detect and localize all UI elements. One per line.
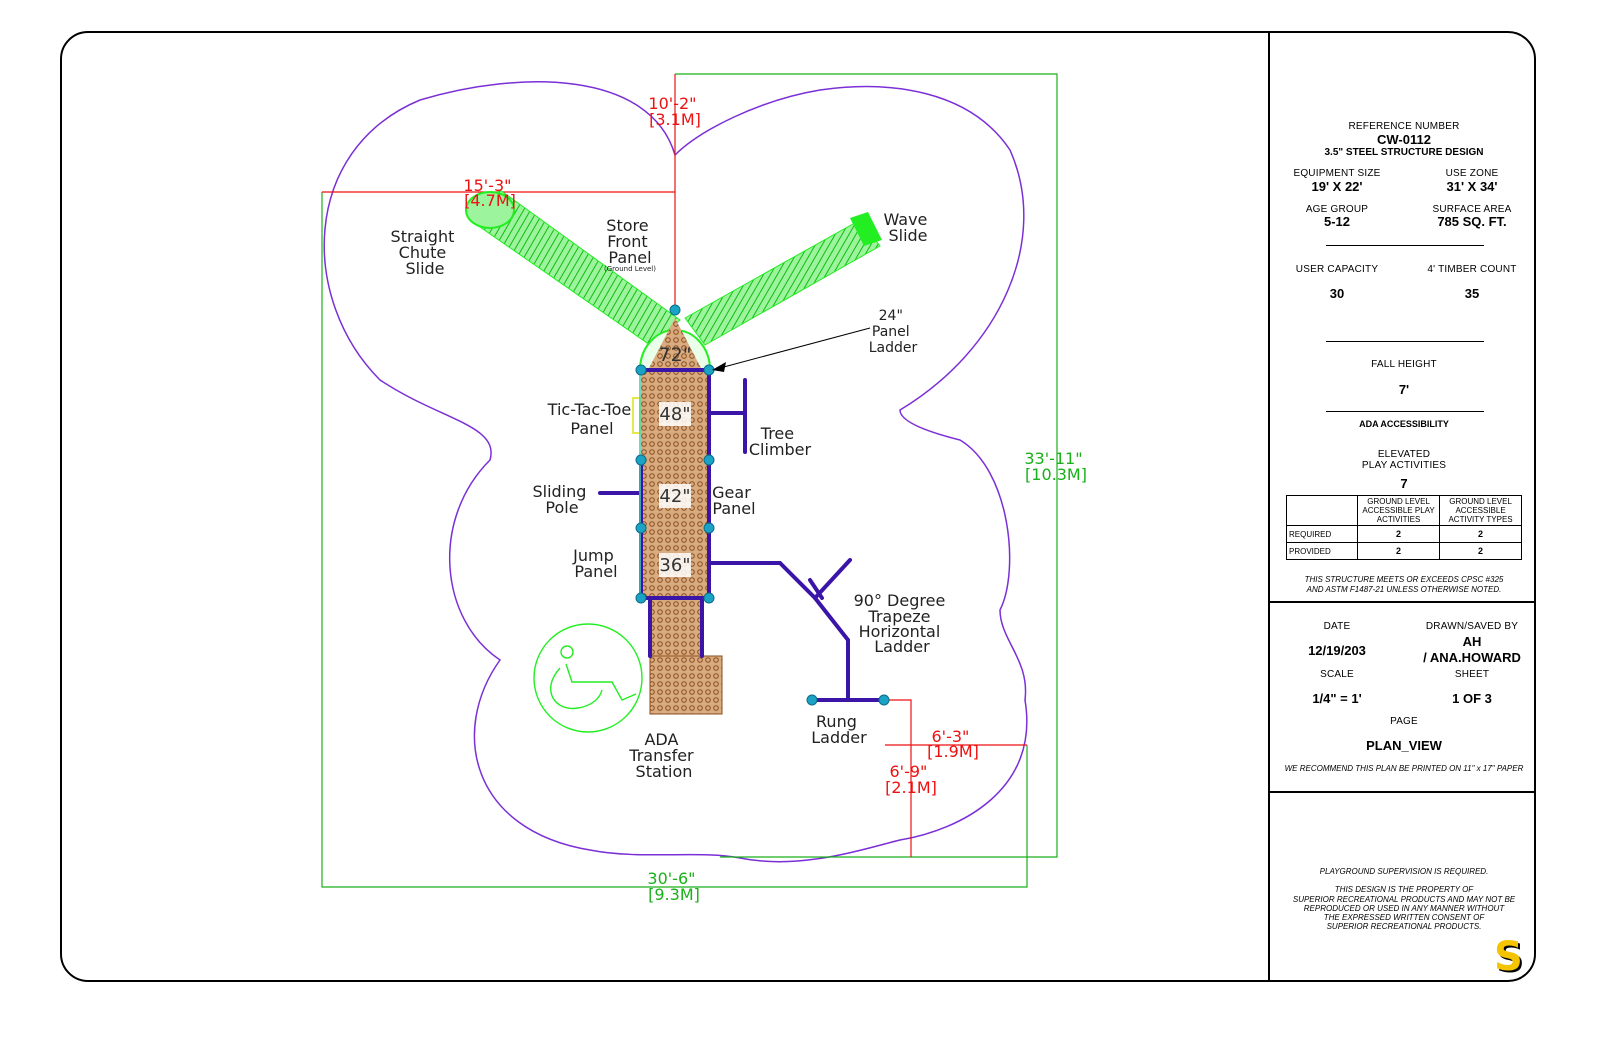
supervision-note: PLAYGROUND SUPERVISION IS REQUIRED. <box>1319 867 1489 876</box>
property-line-1: THIS DESIGN IS THE PROPERTY OF <box>1334 885 1474 894</box>
straight-chute-slide <box>465 189 681 346</box>
use-zone: 31' X 34' <box>1446 179 1498 194</box>
property-line-4: THE EXPRESSED WRITTEN CONSENT OF <box>1323 913 1485 922</box>
reference-number: CW-0112 <box>1377 132 1431 147</box>
elevated-label-2: PLAY ACTIVITIES <box>1361 460 1447 471</box>
label-rung-ladder: Rung Ladder <box>811 712 867 747</box>
ada-label: ADA ACCESSIBILITY <box>1359 419 1449 429</box>
surface-area-label: SURFACE AREA <box>1432 204 1512 215</box>
label-store-front-panel: Store Front Panel <box>606 216 653 267</box>
ada-steps <box>649 597 703 657</box>
logo-letter: S <box>1494 934 1523 980</box>
cpsc-note-1: THIS STRUCTURE MEETS OR EXCEEDS CPSC #32… <box>1304 575 1504 584</box>
label-tree-climber: Tree Climber <box>749 424 812 459</box>
provided-activities: 2 <box>1356 542 1441 560</box>
ada-transfer-platform <box>649 655 723 715</box>
label-straight-chute-slide: Straight Chute Slide <box>391 227 460 278</box>
page-label: PAGE <box>1390 716 1418 727</box>
structure-members <box>598 368 886 702</box>
deck-height-72: 72" <box>659 344 692 366</box>
use-zone-outline <box>323 81 1028 863</box>
print-note: WE RECOMMEND THIS PLAN BE PRINTED ON 11"… <box>1284 764 1524 773</box>
user-capacity: 30 <box>1329 286 1345 301</box>
title-block: REFERENCE NUMBER CW-0112 3.5" STEEL STRU… <box>1268 31 1536 982</box>
timber-count-label: 4' TIMBER COUNT <box>1427 264 1517 275</box>
table-row: REQUIRED 2 2 <box>1286 525 1522 543</box>
cpsc-note-2: AND ASTM F1487-21 UNLESS OTHERWISE NOTED… <box>1306 585 1502 594</box>
ada-header-types: GROUND LEVEL ACCESSIBLE ACTIVITY TYPES <box>1439 495 1522 526</box>
plan-view-drawing: 72" 48" 42" 36" <box>321 73 1087 904</box>
ada-header-activities: GROUND LEVEL ACCESSIBLE PLAY ACTIVITIES <box>1356 495 1441 526</box>
drawn-name: / ANA.HOWARD <box>1423 650 1521 665</box>
elevated-value: 7 <box>1400 476 1408 491</box>
drawn-initials: AH <box>1462 634 1482 649</box>
provided-types: 2 <box>1439 542 1522 560</box>
use-zone-label: USE ZONE <box>1445 168 1499 179</box>
row-label-required: REQUIRED <box>1286 525 1358 543</box>
dim-right-small: 6'-3" [1.9M] <box>927 727 979 761</box>
required-activities: 2 <box>1356 525 1441 543</box>
property-line-5: SUPERIOR RECREATIONAL PRODUCTS. <box>1326 922 1482 931</box>
row-label-provided: PROVIDED <box>1286 542 1358 560</box>
wheelchair-icon <box>533 623 643 733</box>
panel-ladder-leader <box>719 327 871 369</box>
fall-height-label: FALL HEIGHT <box>1371 359 1437 370</box>
date-label: DATE <box>1323 621 1351 632</box>
deck-height-48: 48" <box>659 404 690 425</box>
dim-left-top: 15'-3" [4.7M] <box>463 176 516 210</box>
date-value: 12/19/203 <box>1308 643 1366 658</box>
ada-table: GROUND LEVEL ACCESSIBLE PLAY ACTIVITIES … <box>1286 495 1522 560</box>
posts <box>635 304 890 706</box>
user-capacity-label: USER CAPACITY <box>1295 264 1379 275</box>
deck-height-36: 36" <box>659 555 690 576</box>
scale-value: 1/4" = 1' <box>1312 691 1362 706</box>
page-value: PLAN_VIEW <box>1366 738 1442 753</box>
sheet-value: 1 OF 3 <box>1452 691 1492 706</box>
company-logo: S <box>1494 937 1534 977</box>
table-row: PROVIDED 2 2 <box>1286 542 1522 560</box>
reference-label: REFERENCE NUMBER <box>1348 121 1460 132</box>
required-types: 2 <box>1439 525 1522 543</box>
sheet-label: SHEET <box>1454 669 1490 680</box>
property-line-3: REPRODUCED OR USED IN ANY MANNER WITHOUT <box>1303 904 1505 913</box>
label-panel-ladder: 24" Panel Ladder <box>869 308 918 356</box>
scale-label: SCALE <box>1320 669 1354 680</box>
label-wave-slide: Wave Slide <box>883 210 932 245</box>
label-jump-panel: Jump Panel <box>572 546 619 581</box>
timber-count: 35 <box>1464 286 1480 301</box>
label-ada-transfer-station: ADA Transfer Station <box>628 730 698 781</box>
drawn-label: DRAWN/SAVED BY <box>1425 621 1519 632</box>
label-tic-tac-toe-panel: Tic-Tac-Toe Panel <box>547 400 637 438</box>
deck-height-42: 42" <box>659 486 690 507</box>
dim-right-total: 33'-11" [10.3M] <box>1024 449 1087 484</box>
dim-bottom-total: 30'-6" [9.3M] <box>647 869 700 904</box>
equipment-size: 19' X 22' <box>1311 179 1363 194</box>
dimension-lines-green <box>321 73 1058 888</box>
property-line-2: SUPERIOR RECREATIONAL PRODUCTS AND MAY N… <box>1292 895 1516 904</box>
label-gear-panel: Gear Panel <box>712 483 756 518</box>
label-sliding-pole: Sliding Pole <box>532 482 591 517</box>
fall-height: 7' <box>1398 382 1410 397</box>
dim-bottom-small: 6'-9" [2.1M] <box>885 762 937 797</box>
label-trapeze-ladder: 90° Degree Trapeze Horizontal Ladder <box>854 591 951 656</box>
equipment-size-label: EQUIPMENT SIZE <box>1293 168 1381 179</box>
wave-slide <box>684 212 882 346</box>
drawing-border <box>60 31 1536 982</box>
design-type: 3.5" STEEL STRUCTURE DESIGN <box>1324 147 1484 158</box>
age-group-label: AGE GROUP <box>1305 204 1369 215</box>
deck-72: 72" <box>638 318 712 371</box>
elevated-label-1: ELEVATED <box>1377 449 1431 460</box>
surface-area: 785 SQ. FT. <box>1437 214 1507 229</box>
dim-top: 10'-2" [3.1M] <box>648 94 701 129</box>
label-store-front-note: (Ground Level) <box>604 265 656 273</box>
age-group: 5-12 <box>1323 214 1351 229</box>
